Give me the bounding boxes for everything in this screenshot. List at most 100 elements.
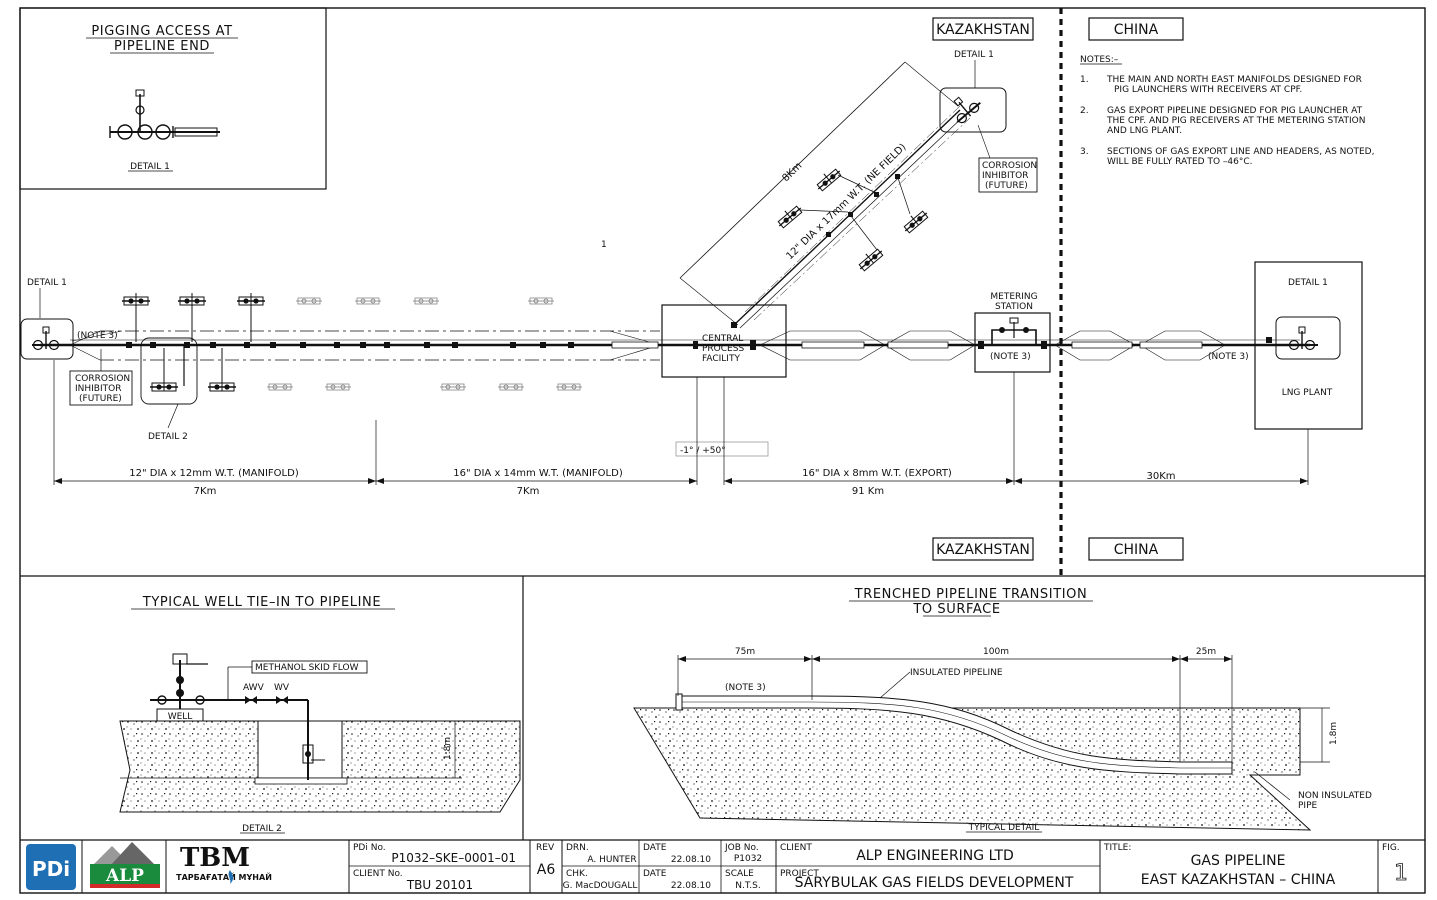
sheet-border xyxy=(19,7,1426,894)
client-no: TBU 20101 xyxy=(406,878,473,892)
trench-dim-100: 100m xyxy=(983,647,1009,657)
drawing-title-line1: GAS PIPELINE xyxy=(1191,853,1286,869)
pigging-title-line2: PIPELINE END xyxy=(114,39,210,54)
fig-value: 1 xyxy=(1394,861,1408,886)
date-label-1: DATE xyxy=(643,843,667,853)
ne-detail1-label: DETAIL 1 xyxy=(954,50,994,60)
wv-label: WV xyxy=(274,683,290,693)
temperature-box xyxy=(675,441,769,457)
well-label: WELL xyxy=(168,712,193,722)
well-symbol-icon xyxy=(121,292,151,342)
job-value: P1032 xyxy=(734,854,762,864)
well-symbol-icon xyxy=(236,292,266,342)
awv-valve-icon xyxy=(245,696,257,704)
alp-logo-text: ALP xyxy=(105,866,144,886)
methanol-label: METHANOL SKID FLOW xyxy=(255,663,359,673)
pdi-logo xyxy=(26,844,76,890)
pigging-inset-frame xyxy=(19,7,327,190)
drawing-title-line2: EAST KAZAKHSTAN – CHINA xyxy=(1141,872,1336,888)
chk-label: CHK. xyxy=(566,869,588,879)
lng-plant-box xyxy=(1254,261,1363,430)
note-3-line1: SECTIONS OF GAS EXPORT LINE AND HEADERS,… xyxy=(1107,147,1374,157)
ne-corrosion-line3: (FUTURE) xyxy=(985,181,1028,191)
left-pigging-box xyxy=(20,318,74,360)
trench-title-line1: TRENCHED PIPELINE TRANSITION xyxy=(854,587,1088,602)
left-corrosion-line3: (FUTURE) xyxy=(79,394,122,404)
left-corrosion-line1: CORROSION xyxy=(75,374,130,384)
fig-label: FIG. xyxy=(1382,843,1400,853)
note-2-line3: AND LNG PLANT. xyxy=(1107,126,1182,136)
pigging-title-line1: PIGGING ACCESS AT xyxy=(91,24,232,39)
well-detail-label: DETAIL 2 xyxy=(242,824,282,834)
ne-field-branch: 8Km 12" DIA x 17mm W.T. (NE FIELD) xyxy=(679,61,971,329)
future-well-symbol-icon xyxy=(295,297,323,305)
future-well-symbol-icon xyxy=(354,297,382,305)
lng-detail1-label: DETAIL 1 xyxy=(1288,278,1328,288)
country-label-top-right: CHINA xyxy=(1114,22,1159,38)
pdi-no: P1032–SKE–0001–01 xyxy=(391,851,516,865)
ne-well-symbol-icon xyxy=(854,244,885,273)
trench-depth-label: 1.8m xyxy=(1329,722,1339,745)
cpf-line3: FACILITY xyxy=(702,354,740,364)
tie-in-nodes xyxy=(126,342,574,348)
country-label-top-left: KAZAKHSTAN xyxy=(936,22,1030,38)
country-label-bottom-right: CHINA xyxy=(1114,542,1159,558)
section-2-desc: 16" DIA x 14mm W.T. (MANIFOLD) xyxy=(453,468,623,479)
ne-corrosion-line1: CORROSION xyxy=(982,161,1037,171)
trench-note3: (NOTE 3) xyxy=(725,683,766,693)
title-label: TITLE: xyxy=(1103,843,1131,853)
section-4-length: 30Km xyxy=(1146,471,1175,482)
future-well-symbol-icon xyxy=(439,383,467,391)
tbm-logo-subtext: ТАРБАҒАТАЙ МҰНАЙ xyxy=(176,871,272,882)
note-3-number: 3. xyxy=(1080,147,1089,157)
country-box-bottom-right xyxy=(1088,537,1184,561)
country-box-top-right xyxy=(1088,17,1184,41)
pigging-access-inset: PIGGING ACCESS AT PIPELINE END DETAIL 1 xyxy=(19,7,327,190)
ne-corrosion-line2: INHIBITOR xyxy=(982,171,1028,181)
scale-value: N.T.S. xyxy=(735,881,760,891)
non-insulated-line1: NON INSULATED xyxy=(1298,791,1372,801)
ne-field-length: 8Km xyxy=(780,160,804,184)
well-tiein-title: TYPICAL WELL TIE–IN TO PIPELINE xyxy=(142,595,381,610)
note-1-line2: PIG LAUNCHERS WITH RECEIVERS AT CPF. xyxy=(1114,85,1302,95)
notes-block: NOTES:– 1. THE MAIN AND NORTH EAST MANIF… xyxy=(1080,55,1374,167)
drn-value: A. HUNTER xyxy=(587,855,636,865)
scale-label: SCALE xyxy=(725,869,754,879)
title-block: PDi ALP TBM ТАРБАҒАТАЙ МҰНАЙ PDi No. P10… xyxy=(26,840,1408,893)
future-well-symbol-icon xyxy=(527,297,555,305)
length-dimensions xyxy=(53,360,1309,485)
section-3-length: 91 Km xyxy=(852,486,884,497)
chk-value: G. MacDOUGALL xyxy=(563,881,638,891)
well-tiein-detail: TYPICAL WELL TIE–IN TO PIPELINE WELL AWV… xyxy=(119,595,521,834)
tbm-flame-icon xyxy=(228,870,234,884)
note-2-line1: GAS EXPORT PIPELINE DESIGNED FOR PIG LAU… xyxy=(1107,106,1363,116)
country-label-bottom-left: KAZAKHSTAN xyxy=(936,542,1030,558)
country-box-top-left xyxy=(932,17,1034,41)
well-depth-label: 1.8m xyxy=(443,737,453,760)
cpf-line1: CENTRAL xyxy=(702,334,743,344)
future-well-symbol-icon xyxy=(555,383,583,391)
ne-pigging-box xyxy=(939,87,1007,133)
left-detail1-label: DETAIL 1 xyxy=(27,278,67,288)
trench-dim-25: 25m xyxy=(1196,647,1216,657)
job-label: JOB No. xyxy=(724,843,759,853)
lng-pigging-box xyxy=(1275,316,1341,360)
metering-line1: METERING xyxy=(990,292,1037,302)
left-corrosion-line2: INHIBITOR xyxy=(75,384,121,394)
pdi-logo-text: PDi xyxy=(32,857,70,881)
pigging-valve-icon xyxy=(109,89,220,140)
wv-valve-icon xyxy=(276,696,288,704)
note-2-number: 2. xyxy=(1080,106,1089,116)
section-3-desc: 16" DIA x 8mm W.T. (EXPORT) xyxy=(802,468,952,479)
date-label-2: DATE xyxy=(643,869,667,879)
trench-title-line2: TO SURFACE xyxy=(912,602,1000,617)
project-value: SARYBULAK GAS FIELDS DEVELOPMENT xyxy=(795,875,1074,891)
drn-label: DRN. xyxy=(566,843,589,853)
date-value-2: 22.08.10 xyxy=(671,881,711,891)
ne-corrosion-box xyxy=(978,157,1038,193)
alp-logo: ALP xyxy=(90,842,160,888)
metering-line2: STATION xyxy=(995,302,1033,312)
section-1-length: 7Km xyxy=(194,486,217,497)
insulated-pipeline-label: INSULATED PIPELINE xyxy=(910,668,1003,678)
future-well-symbol-icon xyxy=(266,383,294,391)
